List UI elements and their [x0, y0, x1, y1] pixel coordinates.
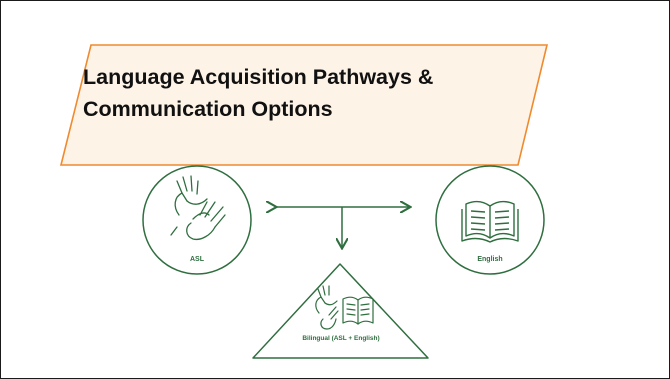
- english-node: [435, 165, 545, 275]
- title-line-2: Communication Options: [83, 97, 333, 121]
- connector-arrows: [275, 207, 409, 247]
- hands-icon: [170, 175, 226, 241]
- title-banner: Language Acquisition Pathways & Communic…: [59, 43, 549, 167]
- title-line-1: Language Acquisition Pathways &: [83, 65, 434, 89]
- open-book-icon: [461, 200, 519, 243]
- page-title: Language Acquisition Pathways & Communic…: [83, 61, 523, 125]
- english-label: English: [477, 256, 503, 263]
- hands-and-book-icon: [315, 285, 374, 330]
- english-circle: [435, 165, 545, 275]
- bilingual-triangle: [252, 263, 429, 359]
- asl-label: ASL: [190, 256, 204, 263]
- asl-node: [142, 165, 252, 275]
- bilingual-label: Bilingual (ASL + English): [302, 335, 380, 342]
- bilingual-node: [252, 263, 429, 359]
- asl-circle: [142, 165, 252, 275]
- title-parallelogram-shape: [59, 44, 549, 166]
